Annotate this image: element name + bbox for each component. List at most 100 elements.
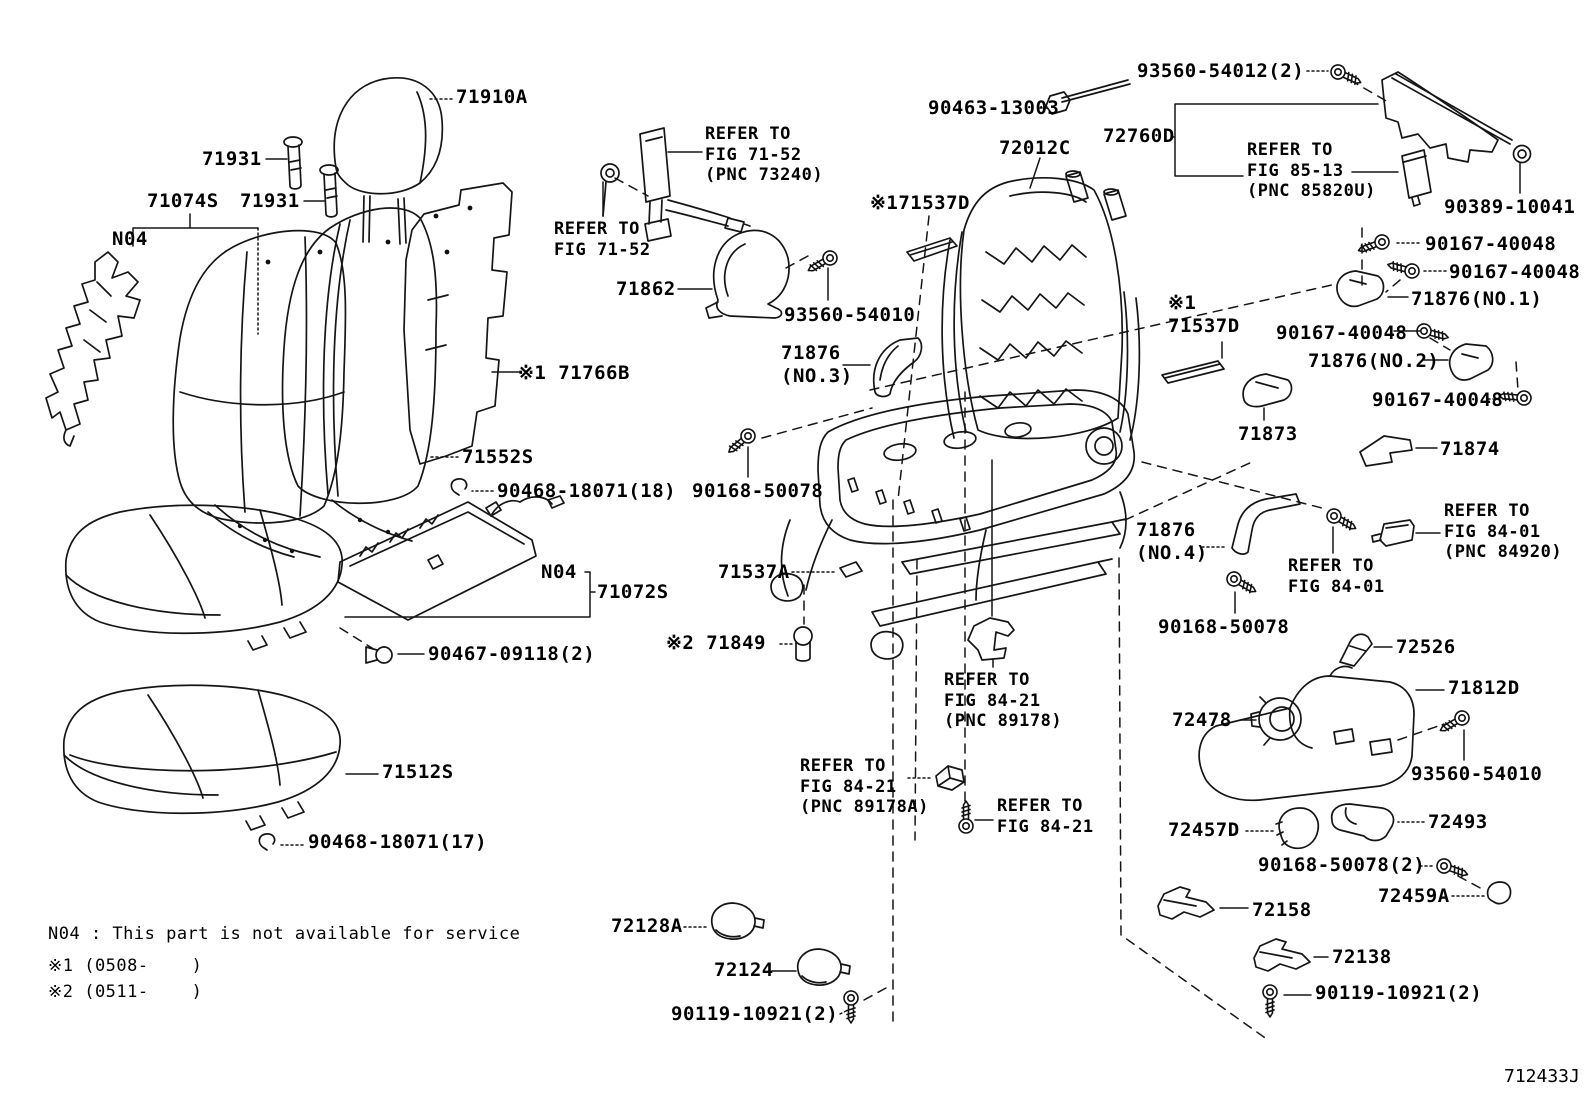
label-90468-18071-17: 90468-18071(17) bbox=[308, 831, 488, 853]
ref-fig71-52-belt: REFER TO FIG 71-52 (PNC 73240) bbox=[705, 124, 824, 186]
label-90463-13003: 90463-13003 bbox=[928, 97, 1060, 119]
ref-fig84-21-89178a: REFER TO FIG 84-21 (PNC 89178A) bbox=[800, 756, 929, 818]
recliner-cover-71862 bbox=[705, 229, 790, 319]
cover-stud-dots bbox=[237, 205, 473, 554]
label-90467-09118: 90467-09118(2) bbox=[428, 643, 596, 665]
label-90389-10041: 90389-10041 bbox=[1444, 196, 1576, 218]
diagram-number: 712433J bbox=[1504, 1066, 1580, 1087]
cushion-frame bbox=[770, 389, 1136, 660]
label-71537d-star1: ※1 71537D bbox=[1168, 292, 1240, 338]
seat-heater-pad bbox=[337, 495, 565, 621]
label-71766b: ※1 71766B bbox=[518, 362, 630, 384]
bracket-71876-no1 bbox=[1336, 270, 1385, 308]
cap-72128a bbox=[710, 902, 765, 940]
label-71537a: 71537A bbox=[718, 561, 790, 583]
clip-71537a bbox=[839, 561, 863, 578]
label-90167-40048-4: 90167-40048 bbox=[1372, 389, 1504, 411]
label-90119-10921-l: 90119-10921(2) bbox=[671, 1003, 839, 1025]
bracket-72158 bbox=[1157, 886, 1215, 920]
seat-cushion-pad bbox=[64, 504, 343, 651]
cable-clip-90463 bbox=[1045, 79, 1131, 115]
bezel-72478 bbox=[1250, 696, 1302, 746]
label-72457d: 72457D bbox=[1168, 819, 1240, 841]
ref-fig71-52-grommet: REFER TO FIG 71-52 bbox=[554, 219, 651, 260]
hog-ring-18 bbox=[450, 478, 468, 496]
headrest bbox=[333, 77, 444, 245]
ref-fig85-13: REFER TO FIG 85-13 (PNC 85820U) bbox=[1247, 140, 1376, 202]
note-star1: ※1 (0508- ) bbox=[48, 956, 203, 976]
label-72158: 72158 bbox=[1252, 899, 1312, 921]
handle-72493 bbox=[1330, 803, 1395, 842]
track-bracket-72760d bbox=[1381, 71, 1532, 207]
cap-72459a bbox=[1486, 881, 1512, 905]
label-n04-cushion: N04 bbox=[541, 561, 577, 583]
label-72459a: 72459A bbox=[1378, 885, 1450, 907]
ref-fig84-21-89178: REFER TO FIG 84-21 (PNC 89178) bbox=[944, 670, 1063, 732]
ref-fig84-21-screw: REFER TO FIG 84-21 bbox=[997, 796, 1094, 837]
bracket-71876-no4 bbox=[1231, 493, 1301, 555]
label-90167-40048-3: 90167-40048 bbox=[1276, 322, 1408, 344]
label-72478: 72478 bbox=[1172, 709, 1232, 731]
label-71074s: 71074S bbox=[147, 190, 219, 212]
headrest-support-pins bbox=[283, 136, 339, 218]
label-90167-40048-1: 90167-40048 bbox=[1425, 233, 1557, 255]
ref-fig84-01-left: REFER TO FIG 84-01 bbox=[1288, 556, 1385, 597]
hog-ring-17 bbox=[258, 833, 276, 851]
clip-pnc89178a bbox=[935, 765, 965, 791]
label-71931-upper: 71931 bbox=[202, 148, 262, 170]
label-72124: 72124 bbox=[714, 959, 774, 981]
label-90119-10921-r: 90119-10921(2) bbox=[1315, 982, 1483, 1004]
cap-72526 bbox=[1339, 633, 1373, 667]
stud-71849 bbox=[793, 626, 813, 662]
label-71876-no2: 71876(NO.2) bbox=[1308, 350, 1440, 372]
strip-71537d-right bbox=[1161, 360, 1225, 384]
label-90468-18071-18: 90468-18071(18) bbox=[497, 480, 677, 502]
label-n04-back: N04 bbox=[112, 228, 148, 250]
seatback-cover-front bbox=[172, 229, 347, 558]
seat-cushion-cover bbox=[62, 684, 341, 831]
label-71849: ※2 71849 bbox=[666, 632, 766, 654]
label-72012c: 72012C bbox=[999, 137, 1071, 159]
sensor-pnc84920 bbox=[1371, 519, 1415, 547]
label-71876-no1: 71876(NO.1) bbox=[1411, 288, 1543, 310]
label-71862: 71862 bbox=[616, 278, 676, 300]
note-n04: N04 : This part is not available for ser… bbox=[48, 924, 521, 944]
label-72760d: 72760D bbox=[1103, 125, 1175, 147]
label-72526: 72526 bbox=[1396, 636, 1456, 658]
knob-72457d bbox=[1275, 807, 1320, 850]
label-71512s: 71512S bbox=[382, 761, 454, 783]
leader-lines bbox=[132, 103, 1521, 996]
bracket-pnc89178 bbox=[967, 617, 1015, 661]
wiring-harness-n04 bbox=[45, 251, 141, 447]
ref-fig84-01-84920: REFER TO FIG 84-01 (PNC 84920) bbox=[1444, 501, 1563, 563]
cover-71873 bbox=[1242, 373, 1293, 408]
label-71537d-top: ※171537D bbox=[870, 192, 970, 214]
label-90168-50078-2: 90168-50078(2) bbox=[1258, 854, 1426, 876]
strip-71537d-left bbox=[906, 237, 958, 262]
label-71812d: 71812D bbox=[1448, 677, 1520, 699]
bracket-71874 bbox=[1359, 435, 1413, 467]
label-72493: 72493 bbox=[1428, 811, 1488, 833]
cap-72124 bbox=[796, 948, 851, 986]
label-71910a: 71910A bbox=[456, 86, 528, 108]
label-71876-no3: 71876 (NO.3) bbox=[781, 342, 853, 388]
bracket-72138 bbox=[1253, 938, 1311, 972]
label-71552s: 71552S bbox=[462, 446, 534, 468]
label-90167-40048-2: 90167-40048 bbox=[1449, 261, 1581, 283]
label-93560-54010-b: 93560-54010 bbox=[1411, 763, 1543, 785]
label-71931-lower: 71931 bbox=[240, 190, 300, 212]
dotted-leaders bbox=[257, 70, 1515, 1015]
label-71874: 71874 bbox=[1440, 438, 1500, 460]
label-72138: 72138 bbox=[1332, 946, 1392, 968]
seatbelt-buckle bbox=[639, 127, 751, 242]
label-90168-50078-a: 90168-50078 bbox=[692, 480, 824, 502]
dashed-guides bbox=[339, 79, 1519, 1041]
label-93560-54010-a: 93560-54010 bbox=[784, 304, 916, 326]
label-71876-no4: 71876 (NO.4) bbox=[1136, 519, 1208, 565]
label-90168-50078-b: 90168-50078 bbox=[1158, 616, 1290, 638]
label-93560-54012: 93560-54012(2) bbox=[1137, 60, 1305, 82]
label-71072s: 71072S bbox=[597, 581, 669, 603]
